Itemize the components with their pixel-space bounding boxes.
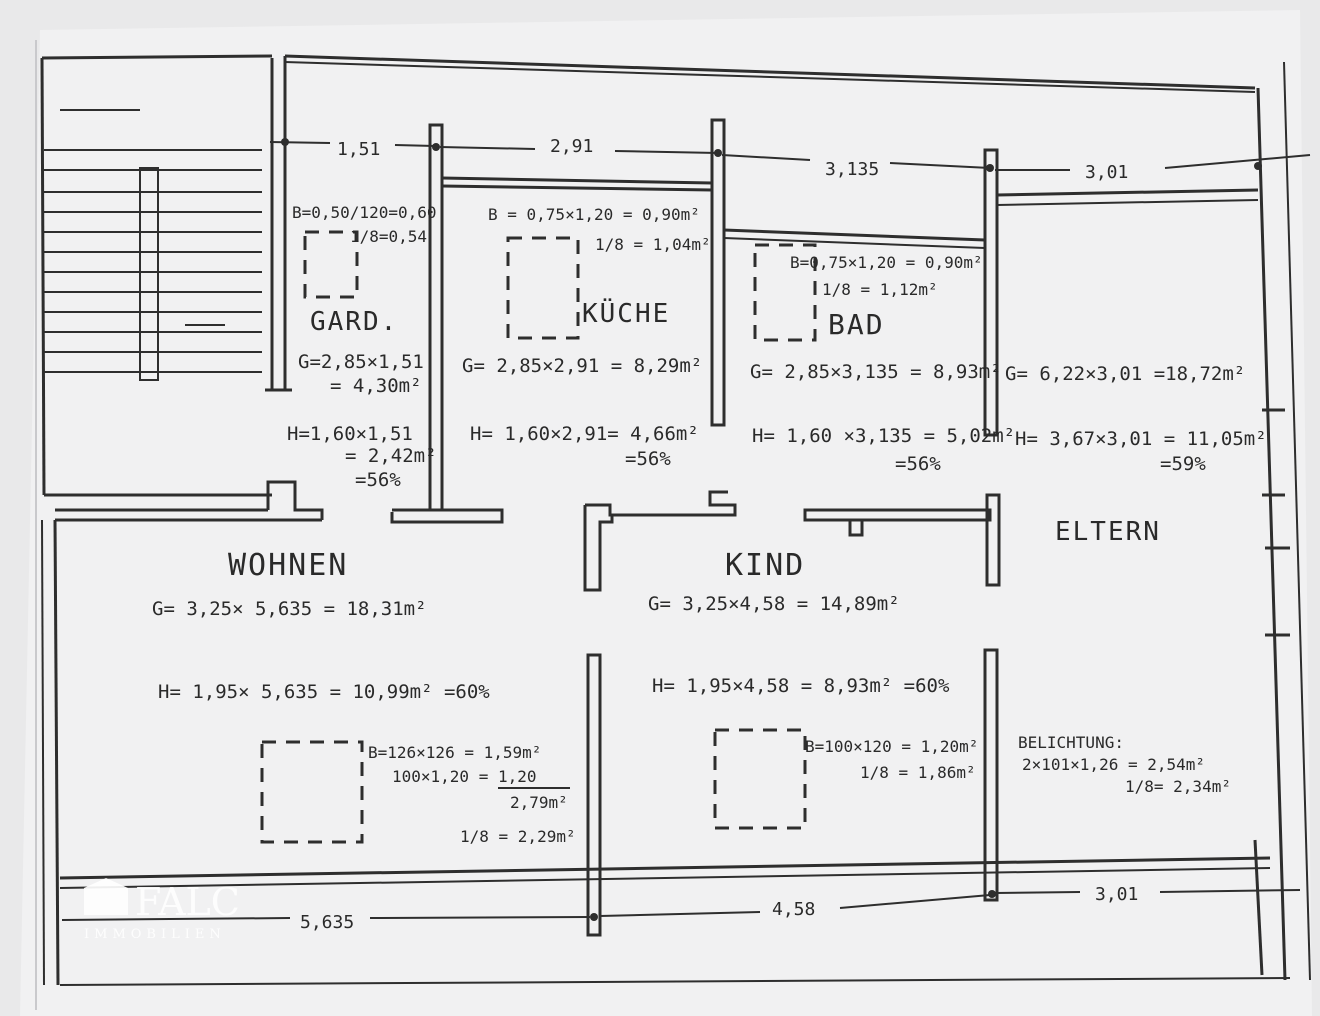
bad-window-ratio: 1/8 = 1,12m²: [822, 280, 938, 299]
walls: [40, 54, 1311, 986]
bad-h-calc: H= 1,60 ×3,135 = 5,02m²: [752, 425, 1015, 447]
kueche-g-calc: G= 2,85×2,91 = 8,29m²: [462, 355, 702, 377]
gard-window-ratio: 1/8=0,54: [350, 227, 427, 246]
wohnen-window-ratio: 1/8 = 2,29m²: [460, 827, 576, 846]
logo-wordmark: FALC: [135, 880, 240, 924]
falc-logo: FALC IMMOBILIEN: [84, 878, 240, 942]
kueche-h-percent: =56%: [625, 448, 671, 470]
eltern-light-calc: 2×101×1,26 = 2,54m²: [1022, 755, 1205, 774]
bad-h-percent: =56%: [895, 453, 941, 475]
room-wohnen: WOHNEN G= 3,25× 5,635 = 18,31m² H= 1,95×…: [152, 548, 576, 846]
wohnen-window-calc: B=126×126 = 1,59m²: [368, 743, 541, 762]
kueche-window-ratio: 1/8 = 1,04m²: [595, 235, 711, 254]
dimension-ticks: [281, 138, 1262, 921]
gard-h-percent: =56%: [355, 469, 401, 491]
dim-top-1: 1,51: [337, 139, 380, 160]
eltern-g-calc: G= 6,22×3,01 =18,72m²: [1005, 363, 1245, 385]
window-markers: [260, 230, 817, 844]
kueche-window-calc: B = 0,75×1,20 = 0,90m²: [488, 205, 700, 224]
house-icon: [84, 878, 128, 915]
kind-window-ratio: 1/8 = 1,86m²: [860, 763, 976, 782]
dim-top-2: 2,91: [550, 136, 593, 157]
kind-g-calc: G= 3,25×4,58 = 14,89m²: [648, 593, 900, 615]
gard-window-calc: B=0,50/120=0,60: [292, 203, 437, 222]
kind-title: KIND: [725, 548, 805, 583]
dimension-lines: [61, 141, 1311, 921]
dim-top-4: 3,01: [1085, 162, 1128, 183]
room-kind: KIND G= 3,25×4,58 = 14,89m² H= 1,95×4,58…: [648, 548, 978, 782]
wohnen-h-calc: H= 1,95× 5,635 = 10,99m² =60%: [158, 681, 490, 703]
dim-bottom-2: 4,58: [772, 899, 815, 920]
bad-title: BAD: [828, 308, 885, 341]
kueche-h-calc: H= 1,60×2,91= 4,66m²: [470, 423, 699, 445]
wohnen-g-calc: G= 3,25× 5,635 = 18,31m²: [152, 598, 427, 620]
wohnen-window-sum: 2,79m²: [510, 793, 568, 812]
kind-window-calc: B=100×120 = 1,20m²: [805, 737, 978, 756]
eltern-light-label: BELICHTUNG:: [1018, 733, 1124, 752]
kind-h-calc: H= 1,95×4,58 = 8,93m² =60%: [652, 675, 950, 697]
gard-g-calc: G=2,85×1,51: [298, 351, 424, 373]
room-bad: B=0,75×1,20 = 0,90m² 1/8 = 1,12m² BAD G=…: [750, 253, 1015, 475]
bad-window-calc: B=0,75×1,20 = 0,90m²: [790, 253, 983, 272]
dim-bottom-1: 5,635: [300, 912, 354, 933]
paper-sheet: [20, 10, 1312, 1016]
eltern-h-calc: H= 3,67×3,01 = 11,05m²: [1015, 428, 1267, 450]
eltern-h-percent: =59%: [1160, 453, 1206, 475]
wohnen-window-calc-2: 100×1,20 = 1,20: [392, 767, 537, 786]
room-kueche: B = 0,75×1,20 = 0,90m² 1/8 = 1,04m² KÜCH…: [462, 205, 711, 470]
bad-g-calc: G= 2,85×3,135 = 8,93m²: [750, 361, 1002, 383]
eltern-light-ratio: 1/8= 2,34m²: [1125, 777, 1231, 796]
gard-h-result: = 2,42m²: [345, 445, 437, 467]
dim-top-3: 3,135: [825, 159, 879, 180]
kueche-title: KÜCHE: [582, 297, 670, 329]
room-gard: B=0,50/120=0,60 1/8=0,54 GARD. G=2,85×1,…: [287, 203, 437, 491]
eltern-title: ELTERN: [1055, 517, 1161, 547]
gard-g-result: = 4,30m²: [330, 375, 422, 397]
gard-title: GARD.: [310, 307, 398, 337]
dim-bottom-3: 3,01: [1095, 884, 1138, 905]
wohnen-title: WOHNEN: [228, 548, 348, 583]
room-eltern: G= 6,22×3,01 =18,72m² H= 3,67×3,01 = 11,…: [1005, 363, 1267, 796]
logo-tagline: IMMOBILIEN: [84, 927, 226, 942]
gard-h-calc: H=1,60×1,51: [287, 423, 413, 445]
